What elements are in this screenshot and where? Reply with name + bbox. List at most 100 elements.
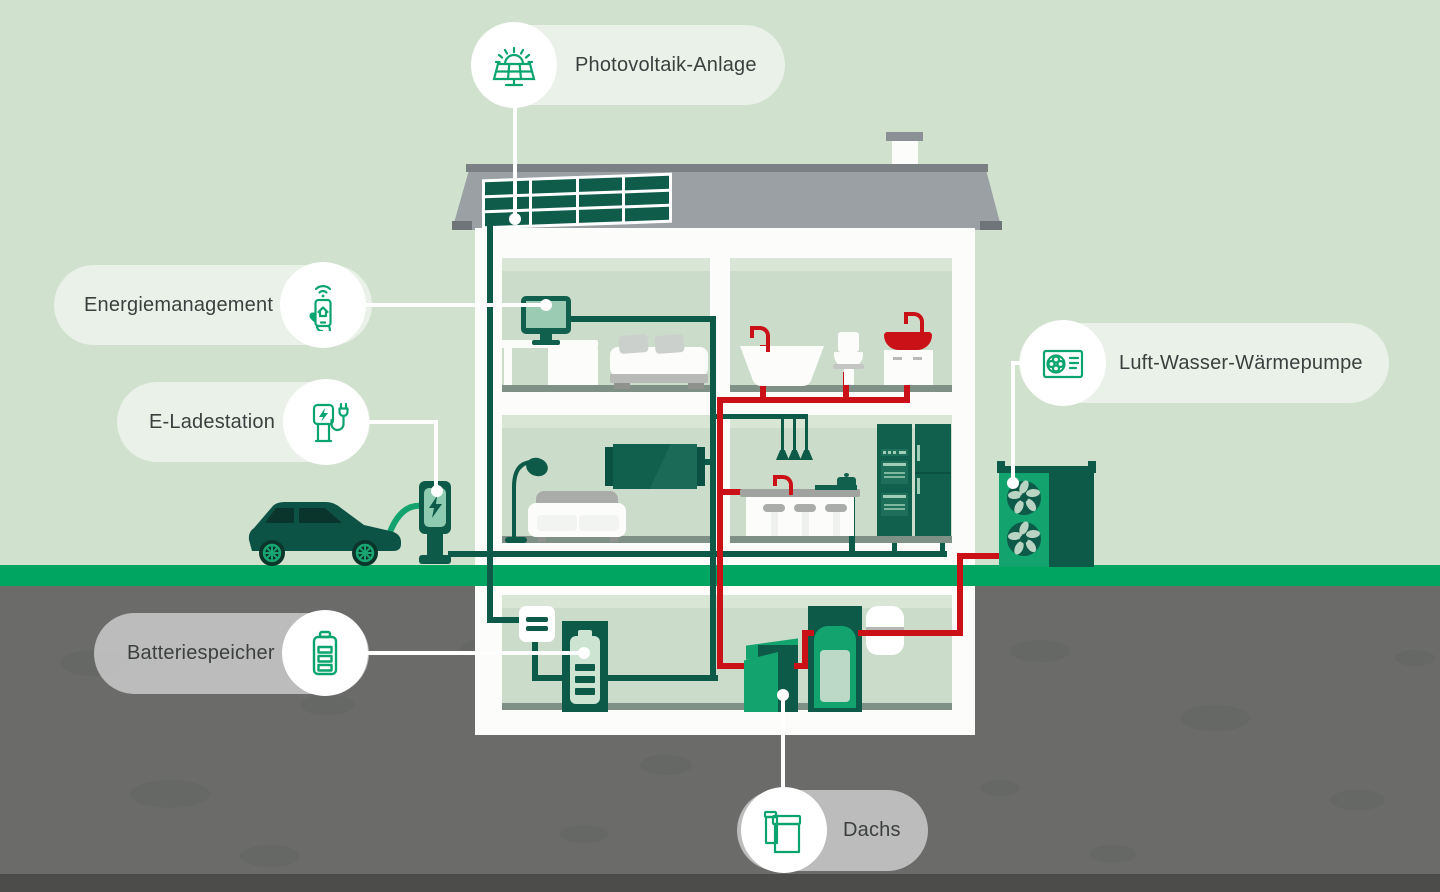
power-line — [448, 551, 947, 557]
heating-line — [843, 372, 849, 400]
solar-cell — [625, 191, 669, 206]
stool-seat — [825, 504, 847, 512]
pendant-lamp — [776, 450, 789, 460]
sofa-cushion — [579, 515, 619, 531]
label-text-batteriespeicher: Batteriespeicher — [127, 642, 275, 664]
bathtub — [740, 346, 824, 386]
leader-line — [366, 420, 438, 424]
pot-lid-knob — [844, 473, 849, 477]
stool-seat — [763, 504, 785, 512]
e-ladestation-icon-circle — [283, 379, 369, 465]
monitor-base — [532, 340, 560, 345]
heat-pump-tab — [997, 461, 1005, 466]
kitchen-island-counter — [740, 489, 860, 497]
ground-speckle — [1180, 705, 1250, 731]
power-line — [710, 316, 716, 681]
toilet-pedestal — [844, 369, 854, 385]
basement-ceiling-band — [502, 595, 952, 608]
leader-line — [434, 420, 438, 491]
meter-box — [519, 606, 555, 642]
stool-seat — [794, 504, 816, 512]
pendant-rail — [712, 414, 808, 419]
heating-line — [957, 553, 1005, 559]
power-line — [532, 675, 718, 681]
ground-speckle — [1090, 845, 1136, 863]
ground-speckle — [560, 825, 608, 843]
heat-pump-icon — [1042, 349, 1084, 379]
leader-line — [366, 651, 584, 655]
kitchen-faucet-spout — [773, 479, 777, 486]
bed-foot — [614, 383, 630, 389]
ground-speckle — [300, 695, 355, 715]
tv-speaker — [697, 447, 705, 486]
toilet-tank — [838, 332, 859, 352]
heating-line — [717, 397, 910, 403]
meter-bar — [526, 617, 548, 622]
power-line — [695, 459, 715, 465]
oven-handle — [883, 495, 906, 498]
battery-slot — [575, 688, 595, 695]
label-pill-dachs[interactable]: Dachs — [737, 787, 928, 873]
oven-grill-line — [884, 504, 905, 506]
desk-leg — [504, 348, 512, 385]
cooking-pot — [837, 477, 856, 490]
label-pill-waermepumpe[interactable]: Luft-Wasser-Wärmepumpe — [1019, 320, 1389, 406]
leader-dot — [540, 299, 552, 311]
stool-leg — [802, 512, 809, 536]
power-line — [487, 617, 529, 623]
leader-dot — [1007, 477, 1019, 489]
meter-bar — [526, 626, 548, 631]
ground-speckle — [1395, 650, 1435, 666]
pendant-lamp — [800, 450, 813, 460]
car-window — [265, 508, 294, 523]
bedroom-ceiling-band — [502, 258, 710, 271]
solar-cell — [625, 207, 669, 222]
pendant-lamp — [788, 450, 801, 460]
electric-car — [248, 502, 437, 566]
label-pill-energiemanagement[interactable]: Energiemanagement — [54, 262, 372, 348]
leader-dot — [509, 213, 521, 225]
oven-handle — [883, 463, 906, 466]
toilet-seat — [833, 364, 864, 369]
solar-cell — [485, 180, 529, 195]
tv-screen — [613, 444, 697, 489]
solar-cell — [578, 177, 623, 192]
kitchen-faucet — [773, 475, 793, 495]
leader-line — [364, 303, 546, 307]
power-line — [487, 218, 493, 623]
bathtub-faucet — [750, 326, 770, 352]
cabinet-handle — [893, 357, 902, 360]
ground-speckle — [240, 845, 300, 867]
monitor-stand — [540, 334, 552, 340]
fridge — [915, 424, 951, 536]
heat-pump-top — [997, 466, 1096, 473]
solar-cell — [625, 175, 669, 190]
sink-faucet — [904, 312, 924, 338]
basement-floor — [502, 703, 952, 710]
heat-pump-side — [1049, 473, 1094, 567]
ground-speckle — [640, 755, 692, 775]
oven-control-dot — [883, 451, 886, 454]
kitchen-floor — [730, 536, 952, 543]
roof-eave-left — [452, 221, 472, 230]
pendant-stem — [805, 419, 808, 450]
sink-faucet-spout — [904, 316, 908, 324]
label-pill-photovoltaik[interactable]: Photovoltaik-Anlage — [471, 22, 785, 108]
battery-slot — [575, 676, 595, 683]
dachs-icon-circle — [741, 787, 827, 873]
bathroom-floor — [730, 385, 952, 392]
heating-line — [802, 630, 814, 636]
leader-line — [513, 100, 517, 219]
fridge-handle — [917, 445, 920, 461]
heating-line — [802, 630, 808, 669]
power-line — [892, 543, 897, 553]
bedroom-floor — [502, 385, 710, 392]
leader-line — [781, 695, 785, 792]
label-pill-batteriespeicher[interactable]: Batteriespeicher — [94, 610, 369, 696]
desk-cabinet — [548, 348, 598, 385]
smartphone-energy-app-icon — [309, 285, 332, 331]
power-line — [940, 543, 945, 553]
ground-bottom-band — [0, 874, 1440, 892]
label-pill-e-ladestation[interactable]: E-Ladestation — [117, 379, 370, 465]
